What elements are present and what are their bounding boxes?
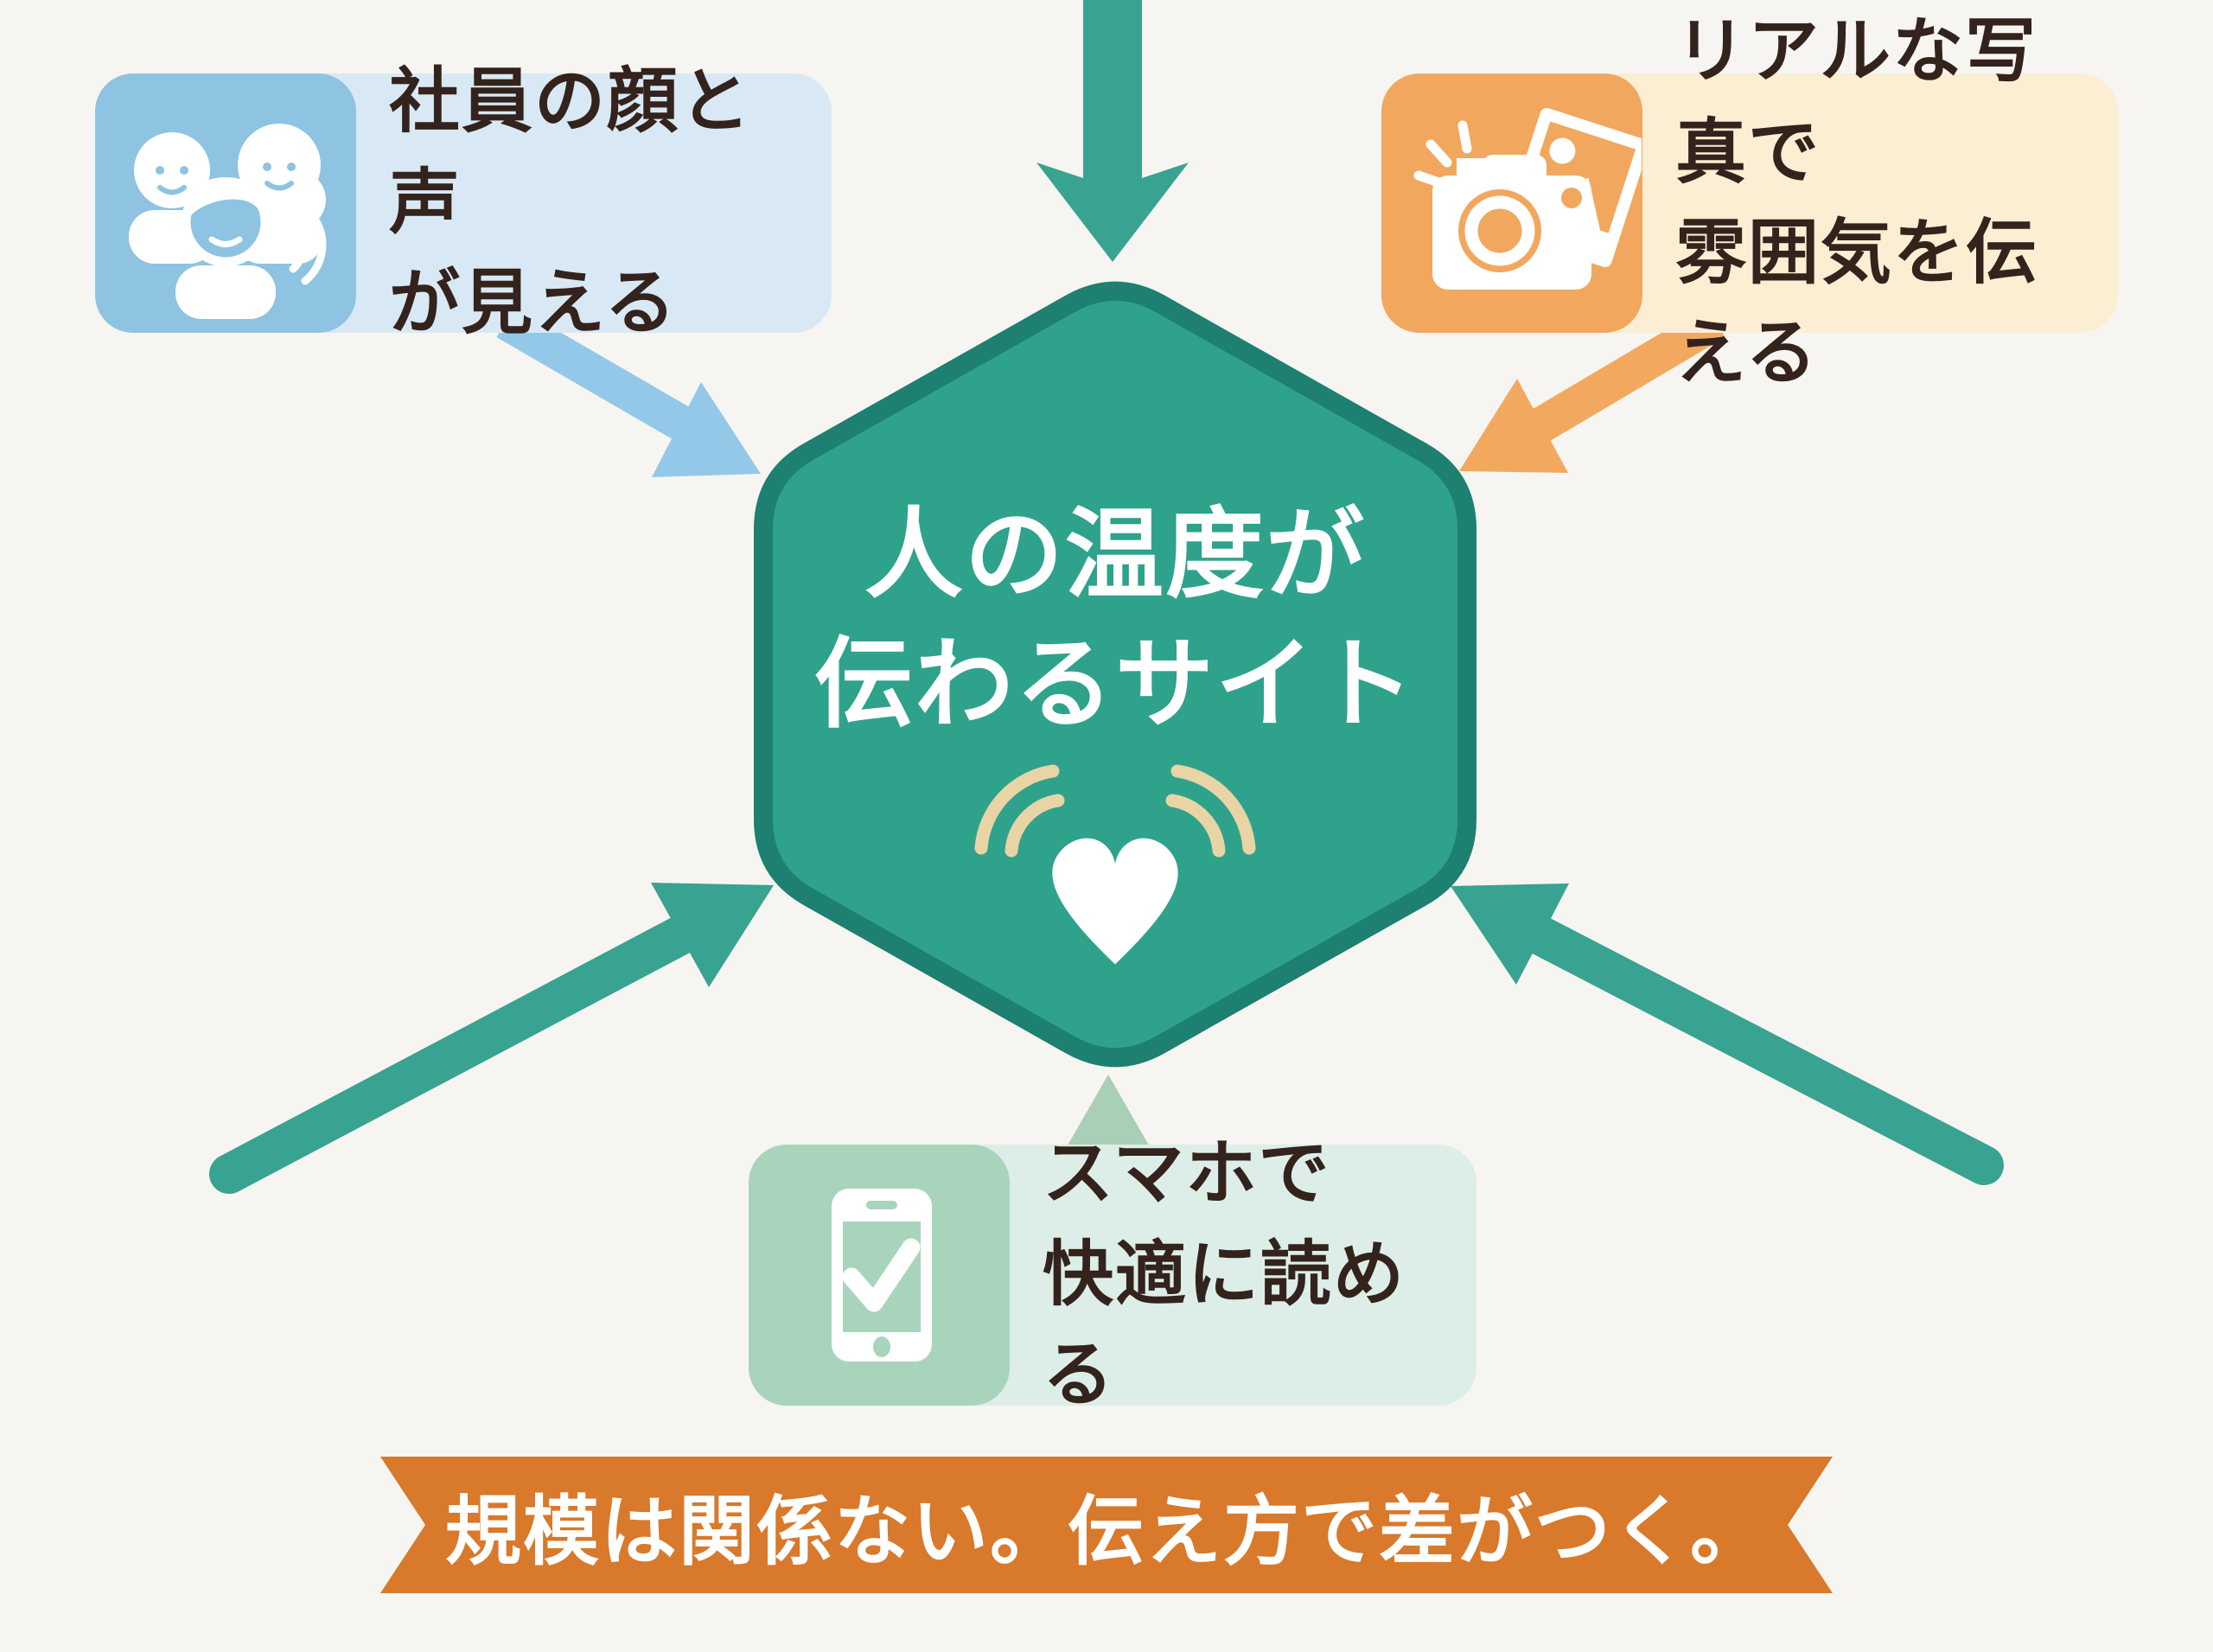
card-smartphone: スマホで 快適に読める <box>749 1134 1476 1414</box>
arrow-down-icon <box>1036 0 1189 262</box>
card-employees-text: 社員の顔と声 が見える <box>389 62 814 342</box>
arrow-from-employees-icon <box>496 305 761 477</box>
card-smartphone-line1: スマホで <box>1043 1134 1331 1214</box>
card-employees: 社員の顔と声 が見える <box>95 62 832 342</box>
center-hexagon <box>754 281 1476 1068</box>
arrow-up-right-icon <box>209 883 774 1194</box>
bottom-banner-ribbon: 規模は関係ない。伝え方で差がつく。 <box>380 1457 1833 1593</box>
card-photos-line2: 雰囲気を伝える <box>1675 214 2039 393</box>
card-smartphone-text: スマホで 快適に読める <box>1043 1134 1459 1414</box>
hexagon-title-line1: 人の温度が <box>864 501 1366 610</box>
card-photos: リアルな写真で 雰囲気を伝える <box>1381 12 2118 392</box>
card-photos-line1: リアルな写真で <box>1675 12 2038 192</box>
banner-text: 規模は関係ない。伝え方で差がつく。 <box>444 1488 1768 1574</box>
camera-icon <box>1381 73 1642 333</box>
card-employees-line1: 社員の顔と声 <box>389 62 753 242</box>
arrow-up-left-icon <box>1451 883 2004 1185</box>
heart-with-sound-waves-icon <box>974 764 1256 965</box>
card-smartphone-line2: 快適に読める <box>1043 1234 1406 1415</box>
hexagon-title: 人の温度が 伝わるサイト <box>765 491 1465 751</box>
hexagon-title-line2: 伝わるサイト <box>813 630 1416 741</box>
smartphone-check-icon <box>749 1145 1010 1406</box>
card-employees-line2: が見える <box>389 264 678 343</box>
arrow-from-smartphone-icon <box>1065 1075 1151 1150</box>
card-photos-text: リアルな写真で 雰囲気を伝える <box>1675 12 2101 392</box>
arrow-from-photos-icon <box>1459 305 1725 473</box>
people-icon <box>95 73 356 333</box>
